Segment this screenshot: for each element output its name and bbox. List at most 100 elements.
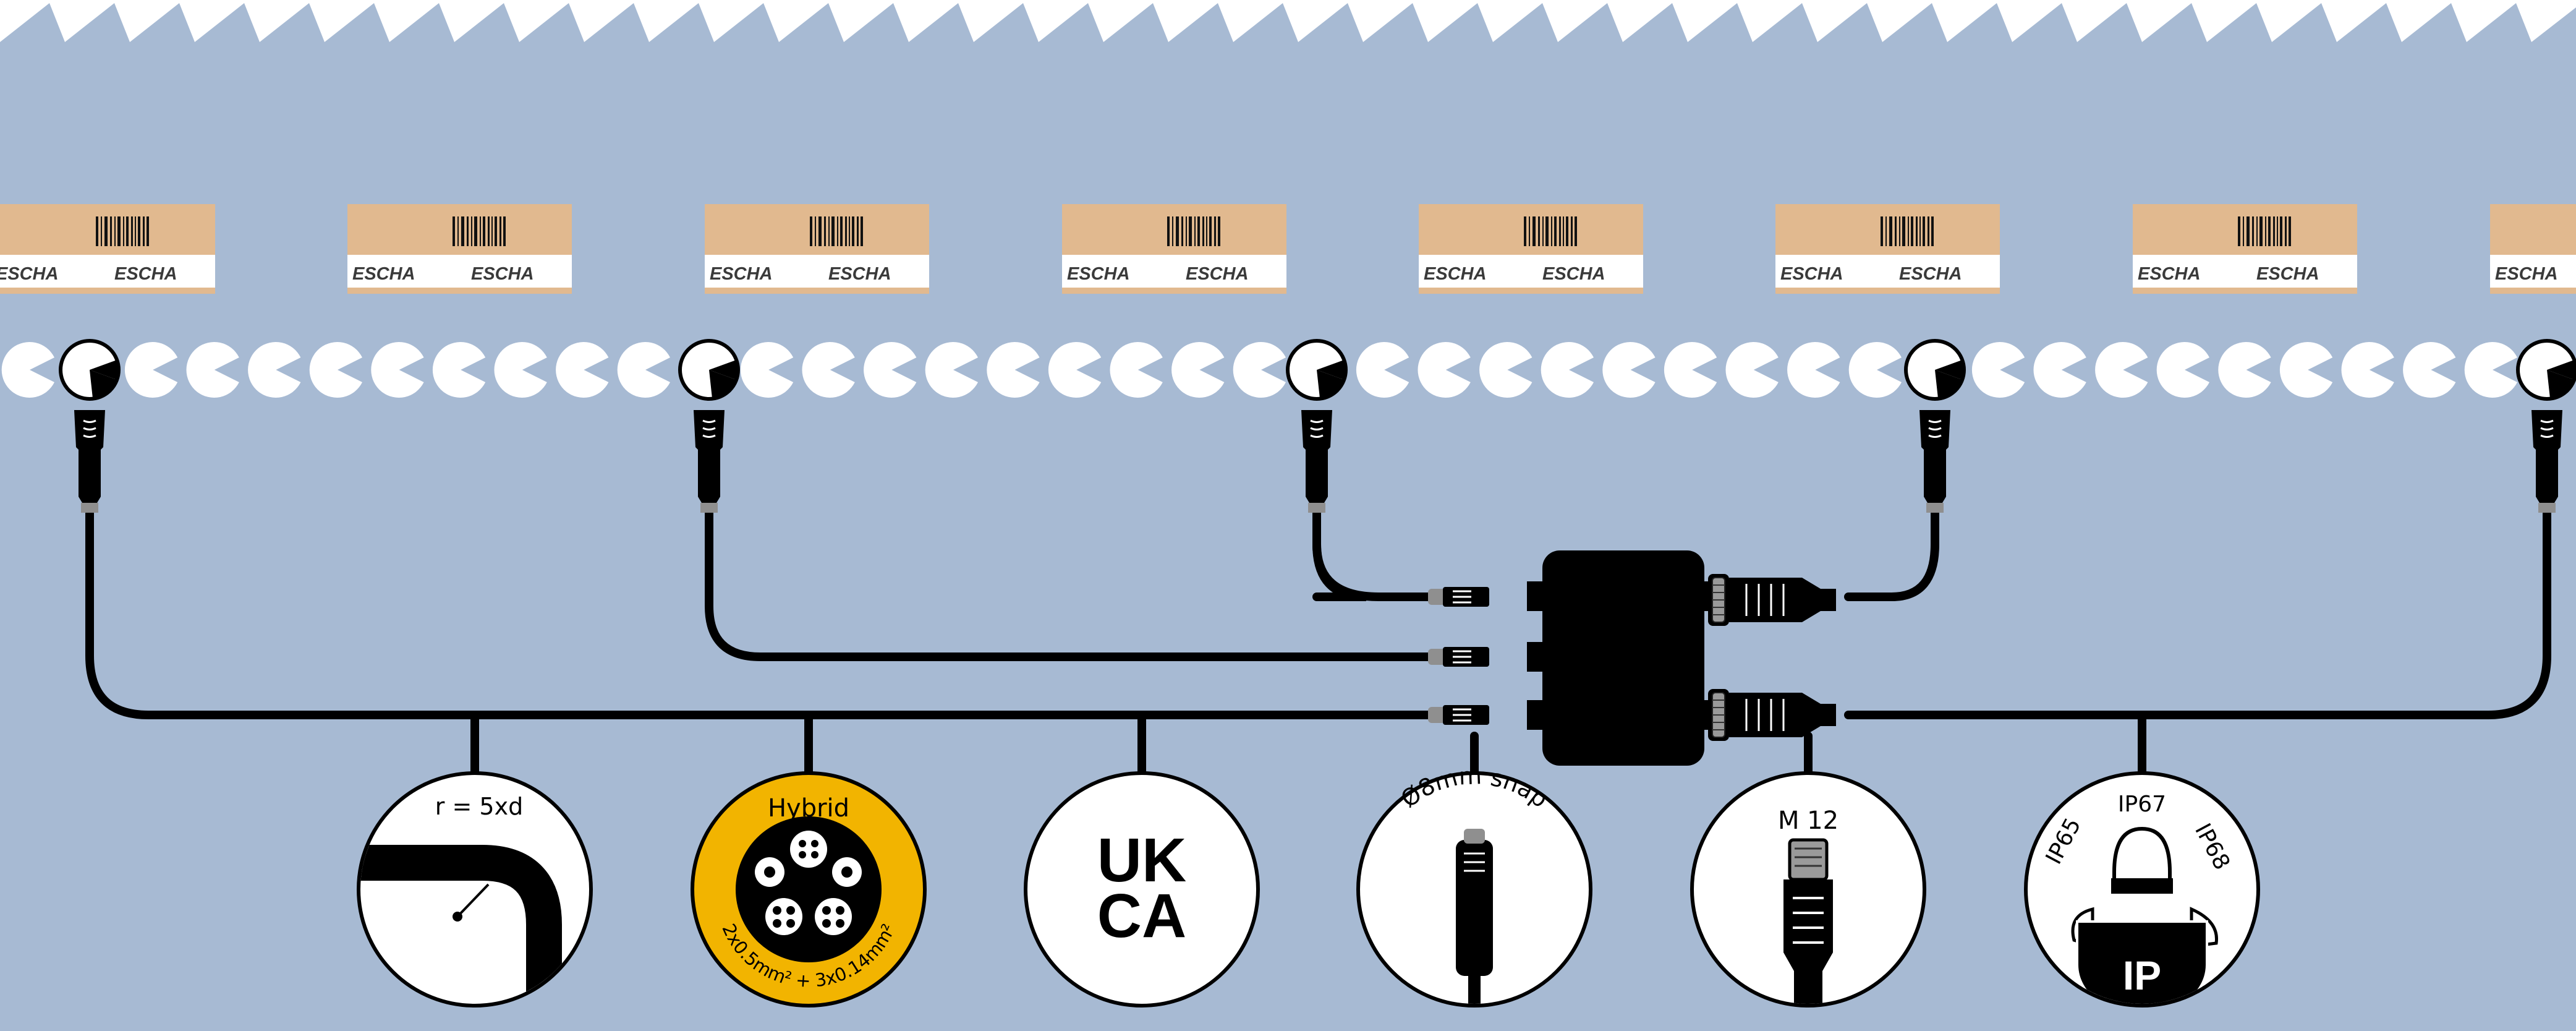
- roller: [617, 342, 670, 398]
- feature-bend-radius: r = 5xd: [357, 771, 593, 1007]
- roller: [371, 342, 424, 398]
- sensor: [692, 409, 726, 514]
- roller: [1233, 342, 1286, 398]
- m12-connector: [1707, 688, 1837, 742]
- roller: [248, 342, 301, 398]
- roller: [2403, 342, 2456, 398]
- roller: [309, 342, 362, 398]
- factory-roof: [0, 0, 2576, 42]
- brand-label: ESCHA: [1780, 264, 1843, 284]
- m12-connector: [1707, 573, 1837, 627]
- ukca-line-1: UK: [1097, 826, 1186, 895]
- roller: [1418, 342, 1471, 398]
- roller: [1787, 342, 1840, 398]
- package-box: ESCHA ESCHA: [705, 204, 929, 294]
- sensor-row: [73, 409, 2564, 514]
- sensor-head: [678, 339, 740, 401]
- feature-ukca: UK CA: [1024, 771, 1260, 1007]
- roller: [1971, 342, 2025, 398]
- brand-label: ESCHA: [114, 264, 177, 284]
- distribution-box: [1527, 550, 1715, 766]
- sensor: [2530, 409, 2564, 514]
- sensor: [1918, 409, 1952, 514]
- package-box: ESCHA ESCHA: [1062, 204, 1286, 294]
- package-box: ESCHA ESCHA: [2133, 204, 2357, 294]
- ukca-mark-icon: UK CA: [1097, 826, 1186, 951]
- sensor-head: [2516, 339, 2576, 401]
- brand-label: ESCHA: [1542, 264, 1605, 284]
- roller: [1356, 342, 1409, 398]
- package-row: ESCHA ESCHA ESCHA ESCHA ESCHA ESCHA ESCHA ESCHA…: [0, 204, 2576, 294]
- hybrid-label: Hybrid: [768, 794, 849, 823]
- roller: [432, 342, 486, 398]
- roller: [1171, 342, 1225, 398]
- roller: [925, 342, 978, 398]
- brand-label: ESCHA: [471, 264, 534, 284]
- package-box: ESCHA ESCHA: [347, 204, 572, 294]
- sensor: [73, 409, 106, 514]
- snap-connector: [1427, 704, 1490, 726]
- roller: [802, 342, 855, 398]
- roller: [987, 342, 1040, 398]
- sensor-head: [59, 339, 121, 401]
- bend-radius-label: r = 5xd: [435, 793, 523, 820]
- package-box: ESCHA ESCHA: [0, 204, 215, 294]
- roller: [740, 342, 794, 398]
- roller: [2464, 342, 2517, 398]
- brand-label: ESCHA: [1186, 264, 1249, 284]
- roller: [1602, 342, 1656, 398]
- feature-hybrid: Hybrid 2x0.5mm² + 3x0.14mm²: [691, 771, 927, 1007]
- roller: [1664, 342, 1717, 398]
- feature-m12: M 12: [1690, 771, 1926, 1007]
- roller: [2341, 342, 2394, 398]
- feature-snap: Ø8mm snap: [1356, 762, 1592, 1007]
- hybrid-cable-cross-section-icon: [736, 816, 882, 962]
- roller: [2156, 342, 2209, 398]
- roller: [186, 342, 239, 398]
- roller: [556, 342, 609, 398]
- roller: [1541, 342, 1594, 398]
- brand-label: ESCHA: [1424, 264, 1487, 284]
- roller: [1848, 342, 1902, 398]
- feature-ip: IP IP65 IP67 IP68: [2024, 771, 2260, 1007]
- m12-label: M 12: [1778, 806, 1838, 835]
- conveyor-rollers: [1, 342, 2517, 398]
- snap-connector: [1427, 646, 1490, 668]
- roller: [2095, 342, 2148, 398]
- brand-label: ESCHA: [352, 264, 415, 284]
- roller: [2218, 342, 2271, 398]
- snap-connector-icon: [1456, 829, 1493, 1004]
- roller: [494, 342, 547, 398]
- roller: [2279, 342, 2333, 398]
- bend-radius-icon: [360, 845, 562, 1004]
- roller: [1, 342, 55, 398]
- brand-label: ESCHA: [710, 264, 773, 284]
- sensor-heads: [59, 339, 2576, 401]
- brand-label: ESCHA: [0, 264, 59, 284]
- brand-label: ESCHA: [2256, 264, 2319, 284]
- roller: [1048, 342, 1102, 398]
- sensor-head: [1904, 339, 1966, 401]
- ukca-line-2: CA: [1097, 881, 1186, 951]
- brand-label: ESCHA: [2138, 264, 2201, 284]
- cable-network: [85, 509, 2551, 777]
- roller: [2033, 342, 2086, 398]
- roller: [864, 342, 917, 398]
- package-box: ESCHA ESCHA: [1419, 204, 1643, 294]
- m12-connector-icon: [1783, 838, 1833, 1004]
- ip-badge: IP: [2123, 952, 2161, 998]
- sensor-head: [1286, 339, 1348, 401]
- roller: [1725, 342, 1779, 398]
- brand-label: ESCHA: [1067, 264, 1130, 284]
- sensor: [1300, 409, 1333, 514]
- roller: [1110, 342, 1163, 398]
- snap-connector: [1427, 586, 1490, 608]
- brand-label: ESCHA: [2495, 264, 2558, 284]
- ip67-label: IP67: [2118, 792, 2166, 817]
- brand-label: ESCHA: [828, 264, 891, 284]
- roller: [1479, 342, 1532, 398]
- roller: [124, 342, 178, 398]
